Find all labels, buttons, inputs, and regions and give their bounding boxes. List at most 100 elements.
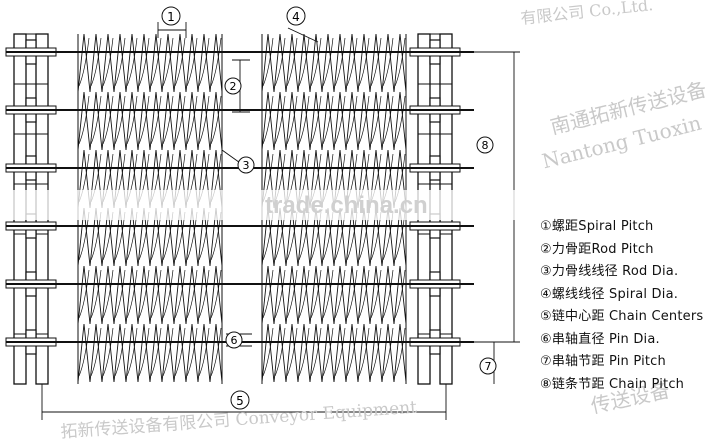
spiral-coil xyxy=(310,269,322,319)
spiral-coil xyxy=(150,269,162,319)
parameter-legend: ①螺距Spiral Pitch ②力骨距Rod Pitch ③力骨线线径 Rod… xyxy=(540,216,720,396)
callout-2: 2 xyxy=(224,77,242,95)
spiral-coil xyxy=(370,95,382,145)
spiral-coil xyxy=(90,327,102,377)
svg-text:3: 3 xyxy=(243,159,250,172)
spiral-coil xyxy=(138,327,150,377)
spiral-wire xyxy=(261,33,275,93)
spiral-coil xyxy=(198,269,210,319)
spiral-wire xyxy=(261,323,275,383)
spiral-wire xyxy=(381,149,395,209)
spiral-wire xyxy=(101,265,115,325)
spiral-wire xyxy=(381,323,395,383)
spiral-coil xyxy=(78,327,90,377)
spiral-wire xyxy=(197,265,211,325)
spiral-wire xyxy=(101,323,115,383)
spiral-wire xyxy=(185,33,199,93)
spiral-wire xyxy=(309,91,323,151)
spiral-wire xyxy=(369,323,383,383)
spiral-wire xyxy=(285,323,299,383)
spiral-wire xyxy=(161,33,175,93)
spiral-wire xyxy=(297,323,311,383)
spiral-wire xyxy=(321,33,335,93)
spiral-wire xyxy=(357,91,371,151)
spiral-coil xyxy=(174,37,186,87)
spiral-wire xyxy=(137,265,151,325)
spiral-wire xyxy=(297,149,311,209)
spiral-wire xyxy=(113,265,127,325)
spiral-coil xyxy=(358,37,370,87)
spiral-coil xyxy=(382,95,394,145)
legend-item-chain-pitch: ⑧链条节距 Chain Pitch xyxy=(540,376,685,392)
spiral-wire xyxy=(101,33,115,93)
spiral-wire xyxy=(77,265,91,325)
spiral-wire xyxy=(137,33,151,93)
legend-item-rod-pitch: ②力骨距Rod Pitch xyxy=(540,241,654,257)
spiral-wire xyxy=(197,323,211,383)
svg-text:2: 2 xyxy=(230,80,237,93)
spiral-wire xyxy=(89,323,103,383)
spiral-coil xyxy=(90,95,102,145)
spiral-wire xyxy=(261,265,275,325)
spiral-wire xyxy=(149,149,163,209)
spiral-coil xyxy=(298,269,310,319)
dim-spiral-dia xyxy=(287,27,319,43)
spiral-wire xyxy=(357,265,371,325)
spiral-coil xyxy=(210,269,222,319)
spiral-wire xyxy=(173,33,187,93)
spiral-wire xyxy=(297,91,311,151)
legend-item-chain-centers: ⑤链中心距 Chain Centers xyxy=(540,309,704,324)
spiral-coil xyxy=(394,95,406,145)
spiral-coil xyxy=(286,95,298,145)
spiral-wire xyxy=(273,91,287,151)
spiral-wire xyxy=(393,265,407,325)
spiral-wire xyxy=(345,265,359,325)
spiral-coil xyxy=(102,327,114,377)
spiral-coil xyxy=(394,37,406,87)
spiral-wire xyxy=(333,149,347,209)
spiral-coil xyxy=(186,327,198,377)
right-mesh-panel xyxy=(261,33,407,384)
spiral-wire xyxy=(89,265,103,325)
spiral-coil xyxy=(126,95,138,145)
spiral-coil xyxy=(394,327,406,377)
svg-text:5: 5 xyxy=(236,394,244,408)
spiral-wire xyxy=(393,91,407,151)
spiral-coil xyxy=(126,37,138,87)
spiral-wire xyxy=(309,149,323,209)
spiral-wire xyxy=(113,91,127,151)
svg-text:1: 1 xyxy=(167,10,175,24)
spiral-wire xyxy=(89,33,103,93)
spiral-coil xyxy=(286,327,298,377)
spiral-wire xyxy=(173,323,187,383)
spiral-coil xyxy=(114,37,126,87)
spiral-wire xyxy=(77,33,91,93)
spiral-wire xyxy=(369,265,383,325)
spiral-coil xyxy=(310,95,322,145)
spiral-wire xyxy=(173,149,187,209)
spiral-coil xyxy=(174,269,186,319)
spiral-coil xyxy=(262,269,274,319)
spiral-coil xyxy=(358,327,370,377)
spiral-coil xyxy=(90,269,102,319)
spiral-coil xyxy=(78,269,90,319)
spiral-coil xyxy=(78,95,90,145)
spiral-coil xyxy=(274,37,286,87)
callout-4: 4 xyxy=(286,6,306,26)
spiral-wire xyxy=(161,323,175,383)
spiral-wire xyxy=(273,149,287,209)
spiral-coil xyxy=(334,327,346,377)
spiral-wire xyxy=(285,149,299,209)
spiral-coil xyxy=(102,37,114,87)
spiral-coil xyxy=(114,327,126,377)
spiral-wire xyxy=(381,33,395,93)
spiral-wire xyxy=(113,33,127,93)
spiral-coil xyxy=(334,37,346,87)
spiral-coil xyxy=(186,37,198,87)
spiral-coil xyxy=(102,95,114,145)
spiral-wire xyxy=(357,323,371,383)
spiral-wire xyxy=(185,149,199,209)
spiral-wire xyxy=(149,323,163,383)
spiral-wire xyxy=(197,91,211,151)
spiral-wire xyxy=(321,323,335,383)
